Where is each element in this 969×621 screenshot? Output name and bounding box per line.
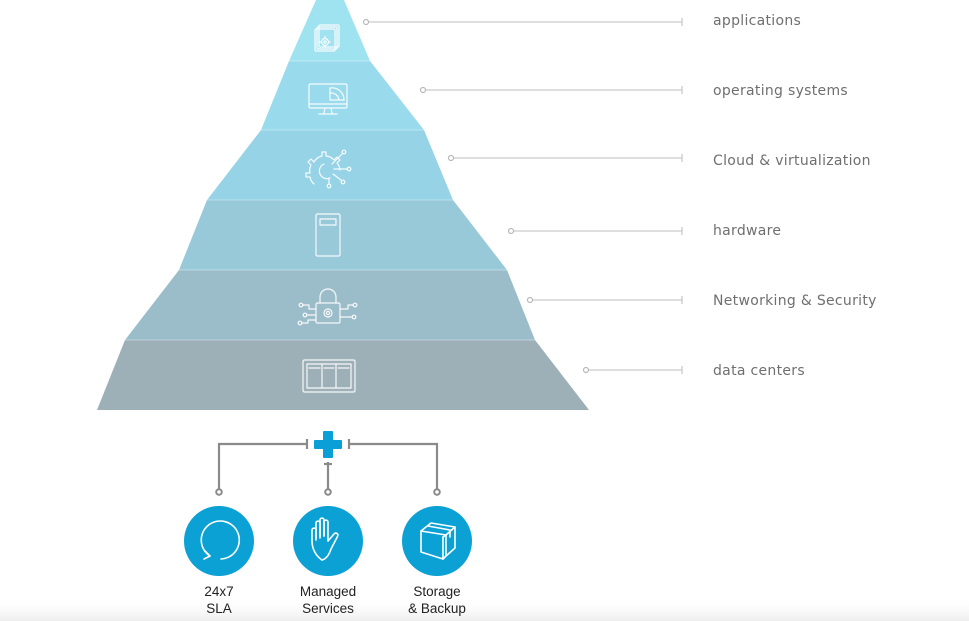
pyramid-layer-hardware — [179, 200, 507, 270]
pyramid — [97, 0, 589, 410]
service-label-line1: Managed — [300, 584, 356, 599]
app-gear-icon — [314, 24, 340, 52]
service-label-line1: 24x7 — [204, 584, 233, 599]
service-label-line2: Services — [302, 601, 354, 616]
pyramid-layer-data-centers — [97, 340, 589, 410]
layer-label-hardware: hardware — [713, 223, 781, 239]
server-tower-icon — [315, 213, 341, 257]
leader-operating-systems — [419, 86, 683, 94]
service-label-line1: Storage — [413, 584, 460, 599]
pyramid-layer-cloud-virtualization — [207, 130, 453, 200]
service-circle — [402, 506, 472, 576]
service-circle — [184, 506, 254, 576]
refresh-circle-icon — [200, 520, 241, 560]
hand-icon — [311, 517, 339, 561]
circuit-gear-icon — [305, 149, 352, 189]
leader-cloud-virtualization — [447, 154, 683, 162]
leader-data-centers — [582, 366, 683, 374]
service-24x7-sla: 24x7 SLA — [184, 506, 254, 616]
layer-label-networking-security: Networking & Security — [713, 293, 877, 309]
layer-labels: applications operating systems Cloud & v… — [713, 13, 877, 379]
layer-label-applications: applications — [713, 13, 801, 29]
services-connector — [215, 439, 441, 496]
leader-hardware — [507, 227, 683, 235]
plus-icon — [314, 431, 342, 458]
box-icon — [420, 522, 456, 560]
leader-networking-security — [526, 296, 683, 304]
layer-label-data-centers: data centers — [713, 363, 805, 379]
leader-applications — [362, 18, 683, 26]
pyramid-layer-operating-systems — [261, 61, 424, 130]
lock-network-icon — [297, 288, 358, 326]
layer-label-operating-systems: operating systems — [713, 83, 848, 99]
service-label-line2: & Backup — [408, 601, 466, 616]
service-storage-backup: Storage & Backup — [402, 506, 472, 616]
server-rack-icon — [302, 359, 356, 393]
service-label-line2: SLA — [206, 601, 232, 616]
layer-label-cloud-virtualization: Cloud & virtualization — [713, 153, 871, 169]
pyramid-layer-networking-security — [125, 270, 535, 340]
leader-lines — [362, 18, 683, 374]
monitor-icon — [308, 83, 348, 115]
pyramid-separators — [125, 60, 535, 341]
pyramid-layer-applications — [289, 0, 370, 61]
service-managed-services: Managed Services — [293, 506, 363, 616]
floor-fade — [0, 596, 969, 621]
